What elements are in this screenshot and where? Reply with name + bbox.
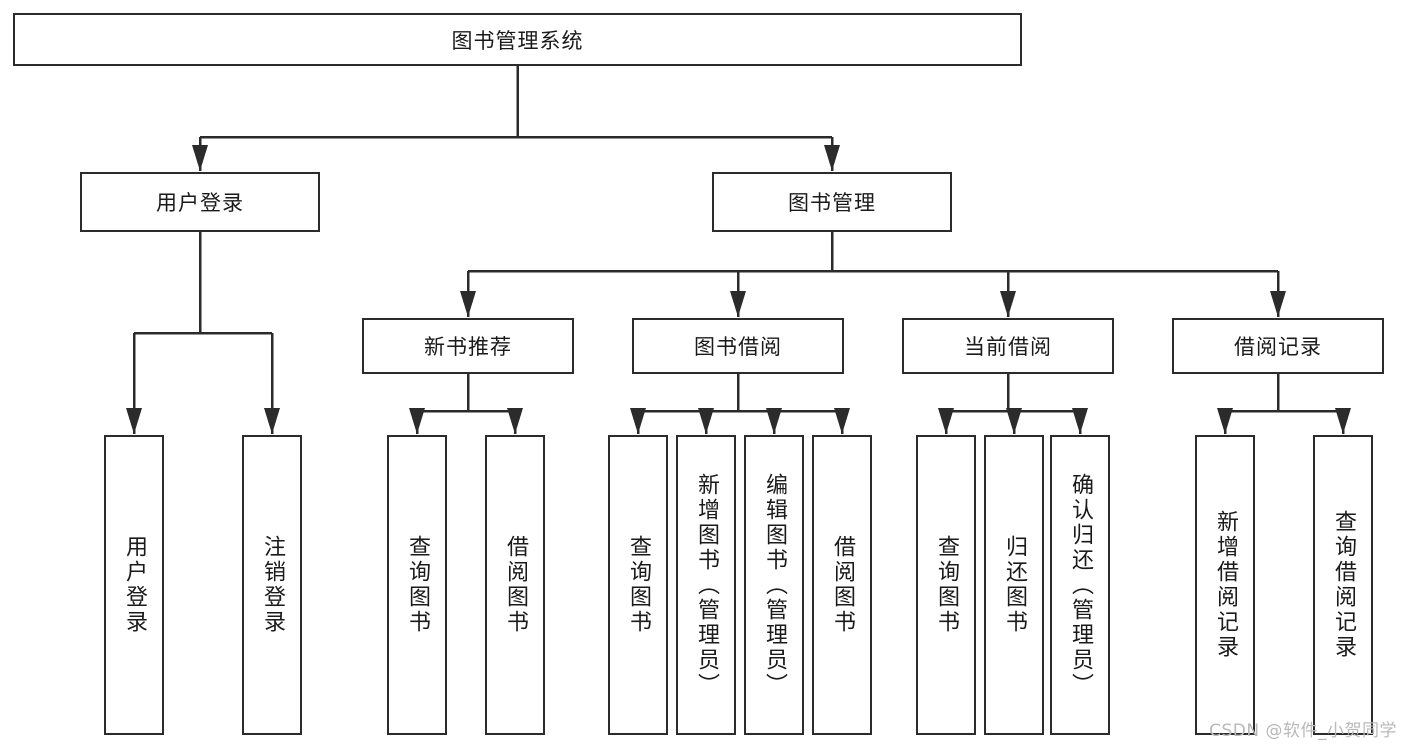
node-book-borrow-label: 图书借阅 bbox=[694, 335, 782, 359]
node-new-book-recommend-label: 新书推荐 bbox=[424, 335, 512, 359]
node-book-manage-label: 图书管理 bbox=[788, 191, 876, 215]
node-current-borrow[interactable]: 当前借阅 bbox=[902, 318, 1114, 374]
leaf-user-login[interactable]: 用户登录 bbox=[104, 435, 164, 735]
leaf-borrow-book[interactable]: 借阅图书 bbox=[812, 435, 872, 735]
leaf-query-borrow-record[interactable]: 查询借阅记录 bbox=[1313, 435, 1373, 735]
leaf-logout[interactable]: 注销登录 bbox=[242, 435, 302, 735]
leaf-query-book-borrow-label: 查询图书 bbox=[626, 535, 651, 635]
leaf-borrow-book-recommend-label: 借阅图书 bbox=[503, 535, 528, 635]
leaf-edit-book-label: 编辑图书（管理员） bbox=[762, 472, 787, 698]
leaf-confirm-return-label: 确认归还（管理员） bbox=[1068, 472, 1093, 698]
leaf-confirm-return[interactable]: 确认归还（管理员） bbox=[1050, 435, 1110, 735]
leaf-query-book-recommend[interactable]: 查询图书 bbox=[387, 435, 447, 735]
leaf-borrow-book-recommend[interactable]: 借阅图书 bbox=[485, 435, 545, 735]
node-current-borrow-label: 当前借阅 bbox=[964, 335, 1052, 359]
leaf-return-book-label: 归还图书 bbox=[1002, 535, 1027, 635]
node-borrow-record-label: 借阅记录 bbox=[1234, 335, 1322, 359]
leaf-query-borrow-record-label: 查询借阅记录 bbox=[1331, 510, 1356, 660]
leaf-logout-label: 注销登录 bbox=[260, 535, 285, 635]
node-user-login-label: 用户登录 bbox=[156, 191, 244, 215]
node-user-login[interactable]: 用户登录 bbox=[80, 172, 320, 232]
leaf-borrow-book-label: 借阅图书 bbox=[830, 535, 855, 635]
leaf-add-borrow-record-label: 新增借阅记录 bbox=[1213, 510, 1238, 660]
leaf-query-book-recommend-label: 查询图书 bbox=[405, 535, 430, 635]
leaf-add-borrow-record[interactable]: 新增借阅记录 bbox=[1195, 435, 1255, 735]
leaf-query-book-current[interactable]: 查询图书 bbox=[916, 435, 976, 735]
node-book-manage[interactable]: 图书管理 bbox=[712, 172, 952, 232]
node-borrow-record[interactable]: 借阅记录 bbox=[1172, 318, 1384, 374]
node-root-label: 图书管理系统 bbox=[451, 28, 584, 53]
node-root[interactable]: 图书管理系统 bbox=[13, 13, 1022, 66]
node-book-borrow[interactable]: 图书借阅 bbox=[632, 318, 844, 374]
leaf-add-book[interactable]: 新增图书（管理员） bbox=[676, 435, 736, 735]
leaf-query-book-borrow[interactable]: 查询图书 bbox=[608, 435, 668, 735]
leaf-edit-book[interactable]: 编辑图书（管理员） bbox=[744, 435, 804, 735]
leaf-add-book-label: 新增图书（管理员） bbox=[694, 472, 719, 698]
leaf-query-book-current-label: 查询图书 bbox=[934, 535, 959, 635]
node-new-book-recommend[interactable]: 新书推荐 bbox=[362, 318, 574, 374]
leaf-user-login-label: 用户登录 bbox=[122, 535, 147, 635]
leaf-return-book[interactable]: 归还图书 bbox=[984, 435, 1044, 735]
